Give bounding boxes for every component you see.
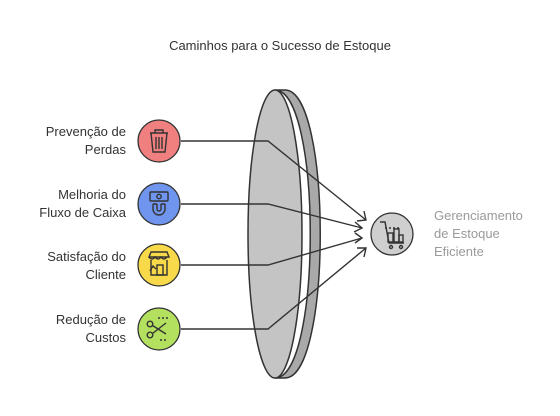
source-label-customer-satisfaction: Satisfação do Cliente: [0, 248, 126, 284]
source-scissors-icon: [137, 307, 181, 351]
arrowhead: [356, 210, 367, 222]
connector-line: [181, 237, 363, 266]
arrowhead: [353, 221, 364, 233]
label-line: Cliente: [85, 267, 126, 282]
arrowhead: [354, 232, 364, 244]
label-line: Redução de: [55, 312, 126, 327]
label-line: Prevenção de: [45, 124, 126, 139]
source-label-cash-flow: Melhoria do Fluxo de Caixa: [0, 186, 126, 222]
label-line: Perdas: [84, 142, 126, 157]
target-inventory-icon: [370, 212, 414, 256]
connector-line: [181, 203, 363, 229]
label-line: de Estoque: [434, 226, 500, 241]
source-money-magnet-icon: [137, 182, 181, 226]
connector-group: [181, 140, 367, 330]
arrowhead: [357, 247, 367, 258]
label-line: Custos: [85, 330, 126, 345]
arrowhead-group: [353, 210, 367, 258]
label-line: Satisfação do: [47, 249, 126, 264]
lens-shape: [247, 89, 321, 379]
connector-line: [181, 140, 367, 221]
source-store-icon: [137, 243, 181, 287]
connector-line: [181, 247, 367, 330]
source-trash-icon: [137, 119, 181, 163]
diagram-title: Caminhos para o Sucesso de Estoque: [169, 38, 391, 53]
label-line: Gerenciamento: [434, 208, 523, 223]
target-label: Gerenciamento de Estoque Eficiente: [434, 207, 554, 261]
source-label-cost-reduction: Redução de Custos: [0, 311, 126, 347]
source-label-loss-prevention: Prevenção de Perdas: [0, 123, 126, 159]
label-line: Eficiente: [434, 244, 484, 259]
label-line: Fluxo de Caixa: [39, 205, 126, 220]
label-line: Melhoria do: [58, 187, 126, 202]
